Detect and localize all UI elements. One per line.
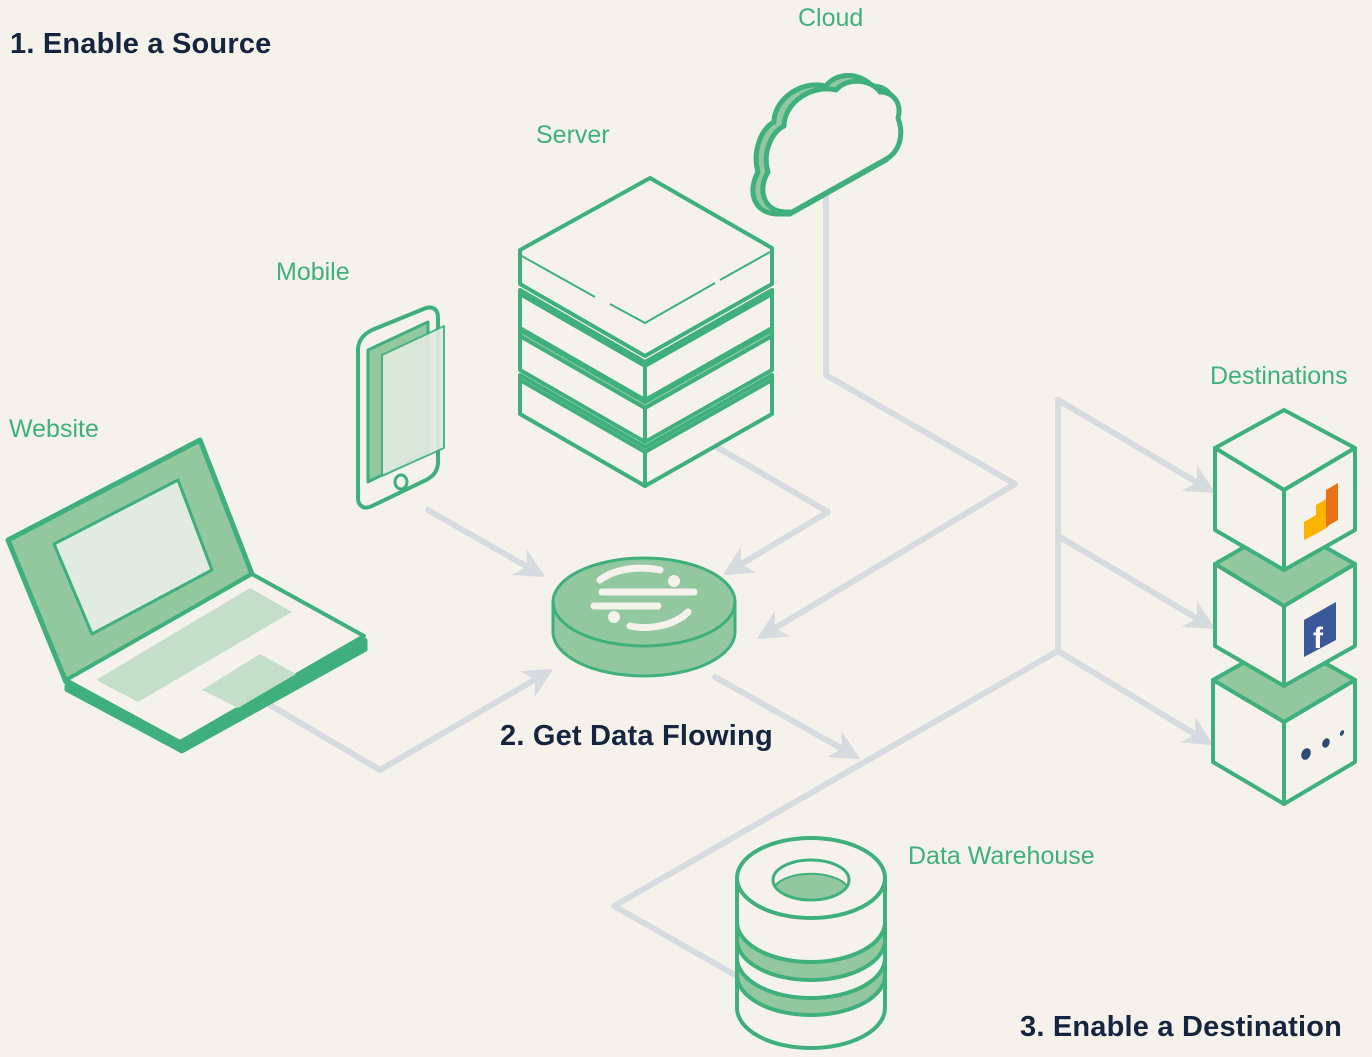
cloud-icon xyxy=(750,73,904,217)
server-layer xyxy=(518,373,774,488)
segment-hub xyxy=(551,556,737,678)
server-layer-top xyxy=(518,176,774,358)
connector-to-destination-2 xyxy=(1055,533,1216,630)
more-dots-icon xyxy=(1301,730,1345,760)
database-icon xyxy=(735,836,887,1050)
segment-logo-icon xyxy=(590,564,698,631)
connectors xyxy=(267,192,1216,978)
server-stack-icon xyxy=(518,176,774,488)
laptop-icon xyxy=(5,437,368,754)
facebook-icon: f xyxy=(1304,602,1336,657)
source-label-website: Website xyxy=(9,415,99,443)
step-get-data-flowing-title: 2. Get Data Flowing xyxy=(500,720,773,752)
google-analytics-icon xyxy=(1304,483,1338,540)
destination-cubes: f xyxy=(1211,408,1357,806)
source-label-cloud: Cloud xyxy=(798,4,864,32)
connector-mobile-to-hub xyxy=(425,507,546,577)
destinations-label: Destinations xyxy=(1210,362,1348,390)
connector-hub-to-router xyxy=(712,674,861,759)
facebook-glyph: f xyxy=(1313,622,1324,655)
mobile-phone-icon xyxy=(356,305,445,510)
source-label-server: Server xyxy=(536,121,610,149)
step-enable-destination-title: 3. Enable a Destination xyxy=(1020,1011,1343,1043)
source-label-mobile: Mobile xyxy=(276,258,350,286)
step-enable-source-title: 1. Enable a Source xyxy=(10,28,272,60)
connector-server-to-hub xyxy=(712,443,831,576)
connector-to-destination-3 xyxy=(1055,648,1214,746)
connector-website-to-hub xyxy=(267,668,554,773)
destination-cube-analytics[interactable] xyxy=(1213,408,1357,572)
connector-router-to-warehouse xyxy=(611,648,1061,978)
data-warehouse-label: Data Warehouse xyxy=(908,842,1095,870)
connector-to-destination-1 xyxy=(1055,397,1216,494)
server-layer xyxy=(518,288,774,402)
connector-cloud-to-hub xyxy=(756,192,1018,640)
